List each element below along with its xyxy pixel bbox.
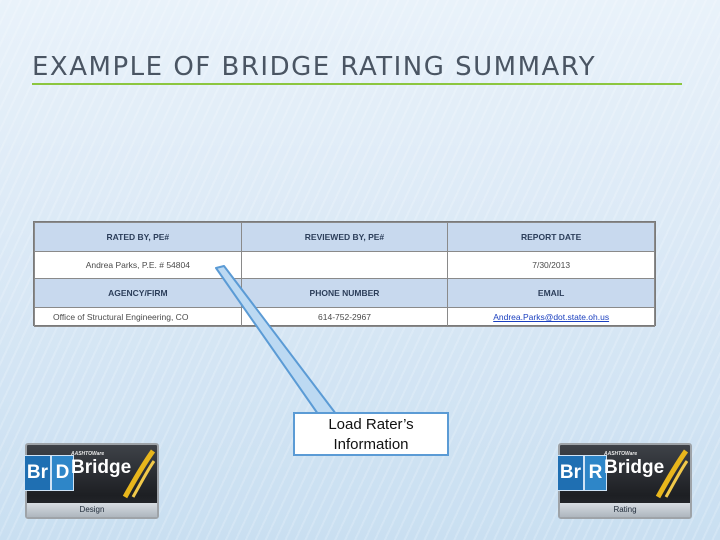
header-reviewed-by: REVIEWED BY, PE# (240, 222, 449, 252)
brr-footer: Rating (560, 503, 690, 517)
value-email[interactable]: Andrea.Parks@dot.state.oh.us (447, 307, 655, 327)
header-phone-number: PHONE NUMBER (240, 278, 449, 308)
brr-letter-r: R (583, 455, 607, 491)
brd-letter-br: Br (24, 455, 51, 491)
brr-product-name: Bridge (604, 457, 665, 478)
brd-logo-badge: Br D AASHTOWare Bridge Design (24, 443, 159, 519)
value-reviewed-by (240, 251, 449, 279)
brr-letters: Br R (557, 455, 607, 491)
slide-title: EXAMPLE OF BRIDGE RATING SUMMARY (32, 52, 597, 82)
callout-box: Load Rater’s Information (293, 412, 449, 456)
brd-org-label: AASHTOWare (71, 451, 105, 457)
callout-line-2: Information (333, 436, 409, 453)
brd-letter-d: D (50, 455, 74, 491)
header-agency-firm: AGENCY/FIRM (34, 278, 242, 308)
rating-summary-table: RATED BY, PE# REVIEWED BY, PE# REPORT DA… (33, 221, 656, 327)
brr-org-label: AASHTOWare (604, 451, 638, 457)
value-report-date: 7/30/2013 (447, 251, 655, 279)
title-underline (32, 83, 682, 85)
brr-letter-br: Br (557, 455, 584, 491)
brr-logo-badge: Br R AASHTOWare Bridge Rating (557, 443, 692, 519)
brd-footer: Design (27, 503, 157, 517)
header-email: EMAIL (447, 278, 655, 308)
callout-line-1: Load Rater’s (328, 416, 414, 433)
header-report-date: REPORT DATE (447, 222, 655, 252)
swoosh-icon (122, 449, 155, 499)
value-phone-number: 614-752-2967 (240, 307, 449, 327)
swoosh-icon (655, 449, 688, 499)
value-rated-by: Andrea Parks, P.E. # 54804 (34, 251, 242, 279)
brd-letters: Br D (24, 455, 74, 491)
value-agency-firm: Office of Structural Engineering, CO (34, 307, 242, 327)
brd-product-name: Bridge (71, 457, 132, 478)
header-rated-by: RATED BY, PE# (34, 222, 242, 252)
